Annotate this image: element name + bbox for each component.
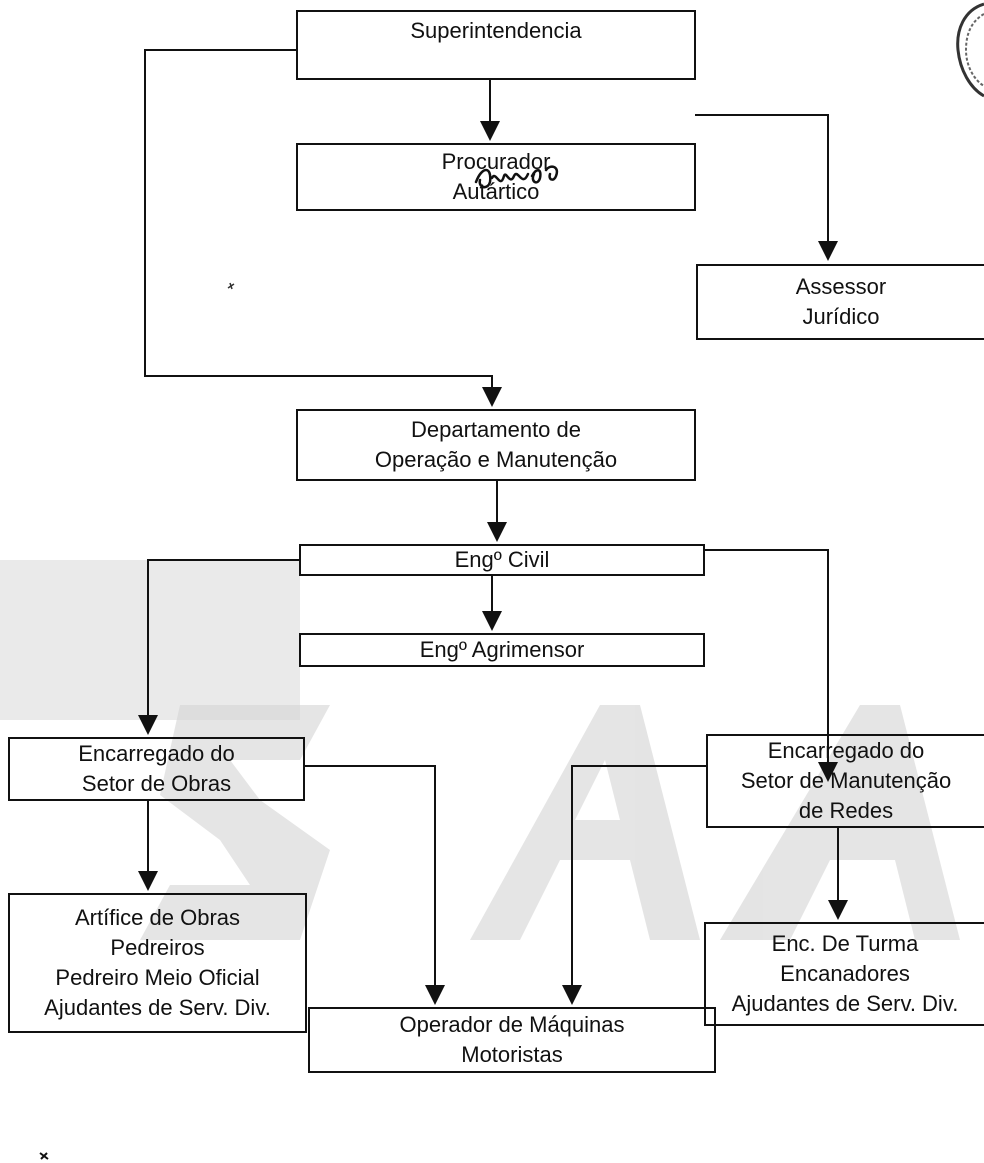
node-eng-civil: Engº Civil — [299, 544, 705, 576]
node-artifice-line-4: Ajudantes de Serv. Div. — [44, 995, 271, 1020]
node-enc-turma-line-3: Ajudantes de Serv. Div. — [731, 991, 959, 1016]
node-artifice-line-3: Pedreiro Meio Oficial — [55, 965, 260, 990]
watermark-letter-a — [470, 705, 700, 940]
handwritten-signature — [474, 165, 559, 189]
connector-engcivil-redes — [704, 549, 838, 782]
node-eng-agrimensor: Engº Agrimensor — [299, 633, 705, 667]
connector-super-departamento — [144, 49, 502, 407]
node-assessor-line-2: Jurídico — [802, 304, 880, 329]
node-enc-turma: Enc. De Turma Encanadores Ajudantes de S… — [704, 922, 984, 1026]
node-procurador-line-1: Procurador — [441, 149, 551, 174]
node-artifice-line-1: Artífice de Obras — [74, 905, 241, 930]
node-enc-obras-line-2: Setor de Obras — [81, 771, 232, 796]
node-eng-civil-line-1: Engº Civil — [454, 547, 550, 572]
node-enc-redes-line-2: Setor de Manutenção — [740, 768, 952, 793]
node-eng-agrimensor-line-1: Engº Agrimensor — [419, 637, 585, 662]
connector-obras-operador — [305, 765, 445, 1005]
stray-mark-bottom — [39, 1152, 49, 1160]
connector-procurador-assessor — [695, 114, 838, 261]
node-enc-redes-line-1: Encarregado do — [767, 738, 925, 763]
node-operador-line-1: Operador de Máquinas — [399, 1012, 625, 1037]
connector-engcivil-obras — [138, 559, 301, 735]
node-operador-line-2: Motoristas — [461, 1042, 563, 1067]
node-departamento: Departamento de Operação e Manutenção — [296, 409, 696, 481]
node-artifice: Artífice de Obras Pedreiros Pedreiro Mei… — [8, 893, 307, 1033]
connector-redes-operador — [562, 765, 706, 1005]
node-departamento-line-1: Departamento de — [411, 417, 581, 442]
node-superintendencia: Superintendencia — [296, 10, 696, 80]
node-superintendencia-line-1: Superintendencia — [410, 18, 582, 43]
watermark-letter-s — [140, 705, 330, 940]
node-enc-turma-line-1: Enc. De Turma — [771, 931, 919, 956]
node-enc-turma-line-2: Encanadores — [780, 961, 910, 986]
node-procurador-line-2: Autártico — [452, 179, 540, 204]
node-enc-redes-line-3: de Redes — [798, 798, 894, 823]
node-enc-obras: Encarregado do Setor de Obras — [8, 737, 305, 801]
stray-mark — [227, 282, 235, 290]
node-procurador: Procurador Autártico — [296, 143, 696, 211]
node-operador: Operador de Máquinas Motoristas — [308, 1007, 716, 1073]
watermark-band — [0, 560, 300, 720]
node-departamento-line-2: Operação e Manutenção — [374, 447, 618, 472]
node-assessor-line-1: Assessor — [795, 274, 887, 299]
node-artifice-line-2: Pedreiros — [110, 935, 205, 960]
node-enc-redes: Encarregado do Setor de Manutenção de Re… — [706, 734, 984, 828]
node-enc-obras-line-1: Encarregado do — [78, 741, 235, 766]
node-assessor: Assessor Jurídico — [696, 264, 984, 340]
watermark-letter-a2 — [720, 705, 960, 940]
stamp-seal — [956, 2, 984, 98]
